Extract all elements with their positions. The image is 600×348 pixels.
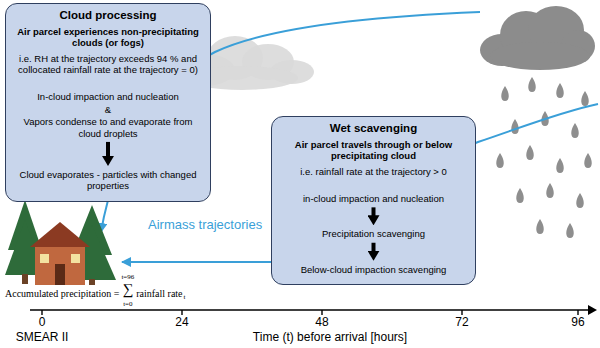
tick-label: 48 (315, 316, 328, 330)
flow-arrow (106, 142, 110, 157)
raindrop (571, 123, 579, 138)
formula-subscript: t (184, 293, 186, 301)
house-door (55, 264, 65, 285)
flow-arrow (372, 243, 376, 252)
axis-tick (461, 310, 462, 315)
raindrop (584, 153, 592, 168)
raindrop (546, 183, 554, 198)
step-block: in-cloud impaction and nucleation (278, 193, 469, 204)
raindrop (556, 158, 564, 173)
axis-arrowhead (588, 305, 597, 315)
house-wall (35, 245, 85, 285)
house-window (71, 254, 80, 263)
tick-label: 96 (571, 316, 584, 330)
raindrop (536, 219, 544, 234)
step-block: In-cloud impaction and nucleation &Vapors… (12, 91, 204, 139)
axis-tick (577, 310, 578, 315)
formula-symbol: ∑ (123, 281, 134, 298)
step-text: in-cloud impaction and nucleation (278, 193, 469, 204)
step-text: Vapors condense to and evaporate from cl… (12, 116, 204, 139)
flow-arrow (372, 207, 376, 216)
axis-tick (41, 310, 42, 315)
step-text: In-cloud impaction and nucleation (12, 91, 204, 102)
time-axis (30, 305, 597, 315)
step-text: & (12, 104, 204, 115)
step-text: Below-cloud impaction scavenging (278, 264, 469, 275)
step-block: Precipitation scavenging (278, 228, 469, 239)
rain-cloud (480, 6, 595, 70)
step-block: Cloud evaporates - particles with change… (12, 169, 204, 192)
raindrop (526, 145, 534, 160)
box-heading: Wet scavenging (278, 122, 469, 136)
tree-trunk (89, 279, 95, 285)
process-box: Cloud processingAir parcel experiences n… (5, 3, 211, 202)
box-subheading: Air parcel experiences non-precipitating… (12, 26, 204, 49)
box-note: i.e. RH at the trajectory exceeds 94 % a… (12, 53, 204, 76)
process-box: Wet scavengingAir parcel travels through… (271, 116, 476, 285)
tick-label: 0 (39, 316, 46, 330)
axis-tick (181, 310, 182, 315)
trajectory-label: Airmass trajectories (148, 218, 262, 233)
raindrop (576, 193, 584, 208)
raindrop (566, 223, 574, 238)
formula-limit: t=96 (121, 273, 134, 281)
box-subheading: Air parcel travels through or below prec… (278, 139, 469, 162)
box-heading: Cloud processing (12, 9, 204, 23)
raindrops (496, 77, 592, 238)
axis-tick (321, 310, 322, 315)
box-note: i.e. rainfall rate at the trajectory > 0 (278, 166, 469, 177)
raindrop (496, 153, 504, 168)
raindrop (516, 188, 524, 203)
axis-title: Time (t) before arrival [hours] (253, 331, 407, 345)
cloud-puff (490, 42, 590, 70)
raindrop (501, 86, 509, 101)
raindrop (556, 83, 564, 98)
axis-line (30, 309, 589, 311)
step-block: Below-cloud impaction scavenging (278, 264, 469, 275)
forest-house (5, 200, 116, 285)
tick-label: 24 (175, 316, 188, 330)
raindrop (511, 119, 519, 134)
station-label: SMEAR II (16, 331, 69, 345)
raindrop (581, 91, 589, 106)
tick-label: 72 (455, 316, 468, 330)
box-fill (272, 117, 476, 285)
formula-text: rainfall rate (136, 288, 182, 300)
formula-text: Accumulated precipitation = (5, 288, 120, 300)
tree-trunk (22, 274, 28, 284)
formula-limit: t=0 (123, 300, 132, 308)
step-text: Precipitation scavenging (278, 228, 469, 239)
house-window (40, 254, 49, 263)
step-text: Cloud evaporates - particles with change… (12, 169, 204, 192)
box-fill (6, 4, 211, 201)
raindrop (528, 77, 536, 92)
house-roof (30, 222, 90, 247)
